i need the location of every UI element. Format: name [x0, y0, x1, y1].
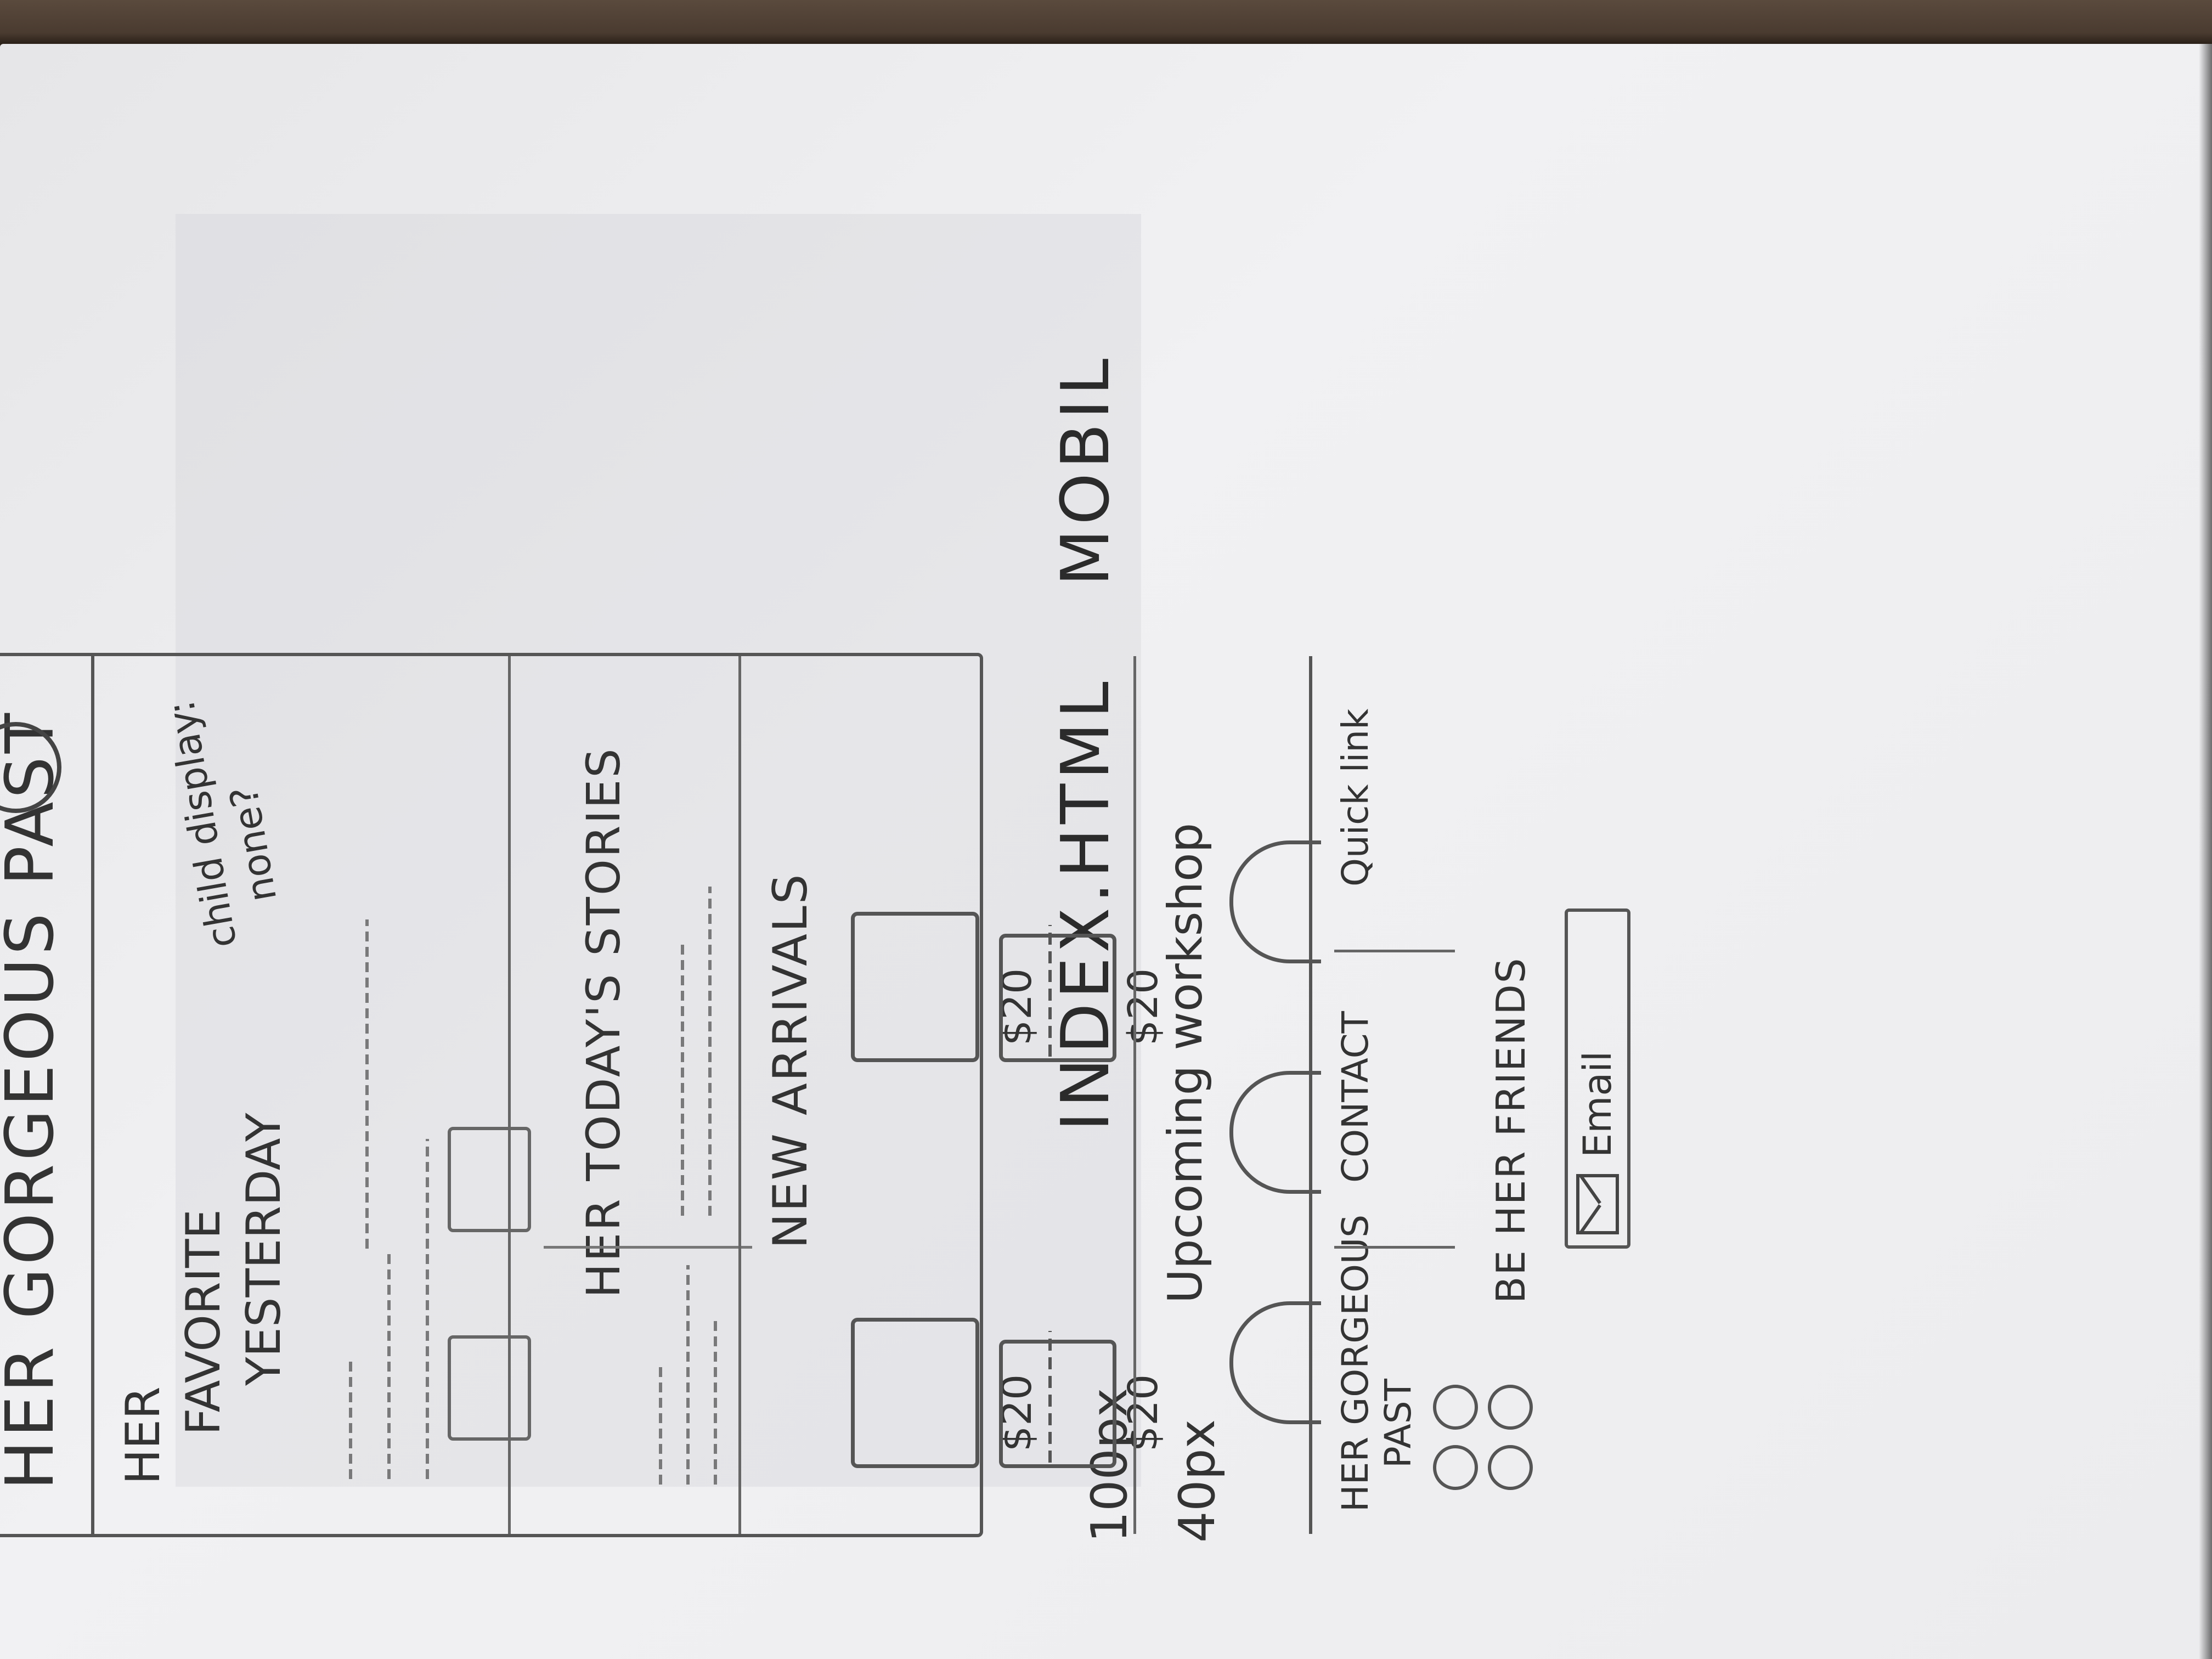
annotation-device: MOBIL [1048, 354, 1124, 586]
workshop-title: Upcoming workshop [1158, 822, 1213, 1304]
footer-column-divider [1334, 1246, 1455, 1249]
hero-title: HER FAVORITE YESTERDAY [113, 1113, 294, 1485]
footer-contact-col: CONTACT [1334, 1011, 1377, 1183]
paper-edge-shadow [2199, 44, 2212, 1659]
footer-quicklink-col: Quick link [1334, 709, 1377, 887]
new-arrivals-title: NEW ARRIVALS [763, 872, 818, 1249]
workshop-item-icon[interactable] [1229, 1071, 1321, 1194]
story-text-squiggle [681, 941, 684, 1216]
hero-text-squiggle [365, 919, 369, 1249]
hero-text-squiggle [387, 1249, 391, 1479]
new-arrivals-section: NEW ARRIVALS $20 $20 $20 $20 [738, 656, 1167, 1534]
story-text-squiggle [708, 887, 712, 1216]
footer-brand-line-2: PAST [1377, 1379, 1419, 1468]
social-circle-icon[interactable] [1433, 1385, 1478, 1430]
stories-section: HER TODAY'S STORIES [508, 656, 752, 1534]
story-text-squiggle [659, 1364, 662, 1485]
story-text-squiggle [714, 1320, 717, 1485]
footer-quicklink-title[interactable]: Quick link [1334, 708, 1376, 887]
social-circle-icon[interactable] [1488, 1385, 1533, 1430]
sketch-rotated-canvas: INDEX.HTML MOBIL 100px 40px HER GORGEOUS… [0, 34, 1679, 1625]
paper-sheet [0, 44, 2212, 1659]
product-image-placeholder[interactable] [999, 934, 1116, 1062]
hero-text-squiggle [426, 1139, 429, 1479]
mail-icon [1576, 1174, 1619, 1234]
hero-text-squiggle [349, 1358, 352, 1479]
email-label: Email [1575, 1051, 1620, 1158]
stories-title: HER TODAY'S STORIES [577, 747, 630, 1298]
hero-title-line-2: FAVORITE [176, 1209, 231, 1435]
header: HER GORGEOUS PAST [0, 656, 94, 1534]
product-image-placeholder[interactable] [851, 912, 979, 1062]
hero-title-line-3: YESTERDAY [236, 1113, 291, 1386]
hero-title-line-1: HER [116, 1386, 171, 1485]
footer: HER GORGEOUS PAST CONTACT Quick link BE … [1309, 656, 1652, 1534]
footer-column-divider [1334, 950, 1455, 952]
workshop-item-icon[interactable] [1229, 1301, 1321, 1424]
workshop-section: Upcoming workshop [1133, 656, 1321, 1534]
hero-section: HER FAVORITE YESTERDAY child display: no… [91, 656, 531, 1534]
product-image-placeholder[interactable] [999, 1340, 1116, 1468]
footer-contact-title: CONTACT [1334, 1011, 1376, 1183]
be-her-friends-title: BE HER FRIENDS [1488, 957, 1534, 1304]
footer-brand-line-1: HER GORGEOUS [1334, 1214, 1376, 1512]
mobile-wireframe-frame: HER GORGEOUS PAST HER FAVORITE YESTERDAY… [0, 653, 1652, 1537]
story-text-squiggle [686, 1265, 690, 1485]
hero-annotation-note: child display: none? [157, 689, 293, 951]
stories-column-divider [544, 1246, 752, 1249]
social-circle-icon[interactable] [1433, 1445, 1478, 1490]
workshop-item-icon[interactable] [1229, 840, 1321, 963]
social-circle-icon[interactable] [1488, 1445, 1533, 1490]
brand-logo-text[interactable]: HER GORGEOUS PAST [0, 709, 69, 1490]
product-image-placeholder[interactable] [851, 1318, 979, 1468]
footer-brand-col: HER GORGEOUS PAST [1334, 1215, 1420, 1512]
email-signup[interactable]: Email [1565, 909, 1630, 1249]
page-shadow-area [176, 214, 1141, 1487]
